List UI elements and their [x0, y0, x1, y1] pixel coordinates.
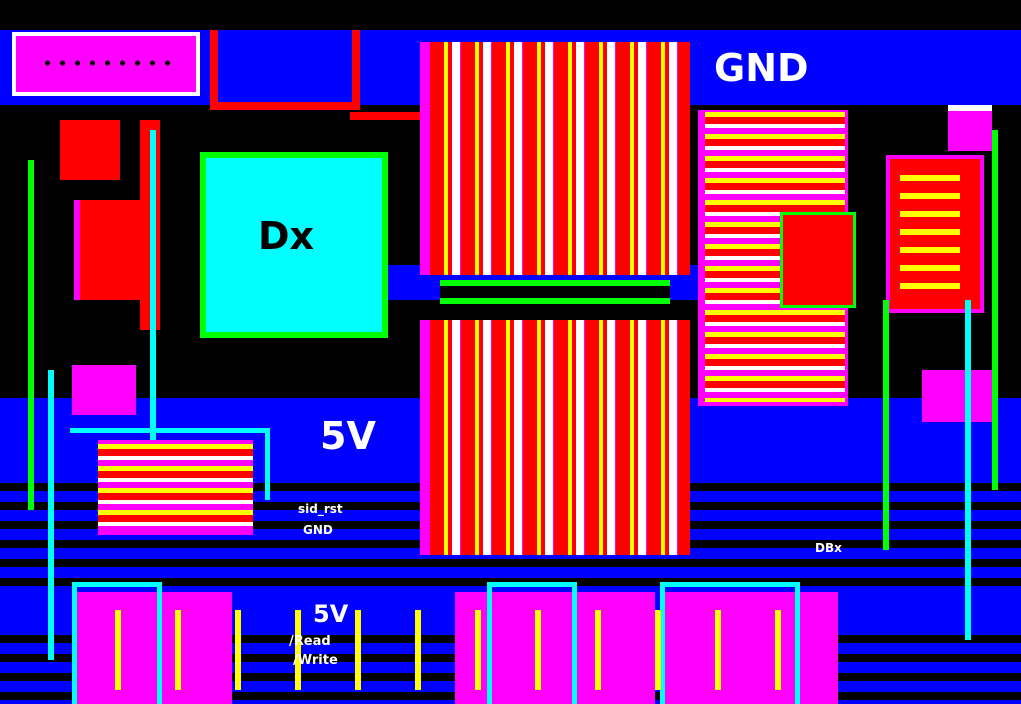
pin-row	[40, 56, 180, 70]
connector-upper-traces	[430, 42, 690, 275]
component-left-c[interactable]	[72, 365, 136, 415]
dbx-label: DBx	[815, 541, 842, 555]
dx-label: Dx	[258, 214, 315, 258]
trace-cyan	[150, 130, 156, 460]
5v-bottom-label: 5V	[313, 600, 349, 628]
trace-green	[28, 160, 34, 510]
write-label: /Write	[293, 653, 338, 668]
component-left-a[interactable]	[60, 120, 120, 180]
read-label: /Read	[289, 634, 331, 649]
switch-pads	[85, 610, 835, 690]
component-right-b[interactable]	[922, 370, 996, 422]
dx-component[interactable]	[200, 152, 388, 338]
5v-label: 5V	[320, 414, 376, 458]
trace-green	[883, 300, 889, 550]
trace-cyan	[70, 428, 270, 500]
trace-cyan	[965, 300, 971, 640]
meander-trace	[900, 175, 960, 295]
trace-cyan	[48, 370, 54, 660]
sid-rst-label: sid_rst	[298, 502, 343, 516]
header-strip[interactable]	[440, 280, 670, 316]
gnd-small-label: GND	[303, 523, 333, 537]
trace-green	[992, 130, 998, 490]
connector-lower-traces	[430, 320, 690, 555]
trace-red	[350, 112, 422, 120]
gnd-label: GND	[714, 46, 809, 90]
ic-right[interactable]	[780, 212, 856, 308]
antenna-trace	[210, 30, 360, 110]
resistor-array-traces	[98, 444, 253, 530]
component-left-b[interactable]	[74, 200, 140, 300]
component-right-c[interactable]	[948, 105, 992, 151]
